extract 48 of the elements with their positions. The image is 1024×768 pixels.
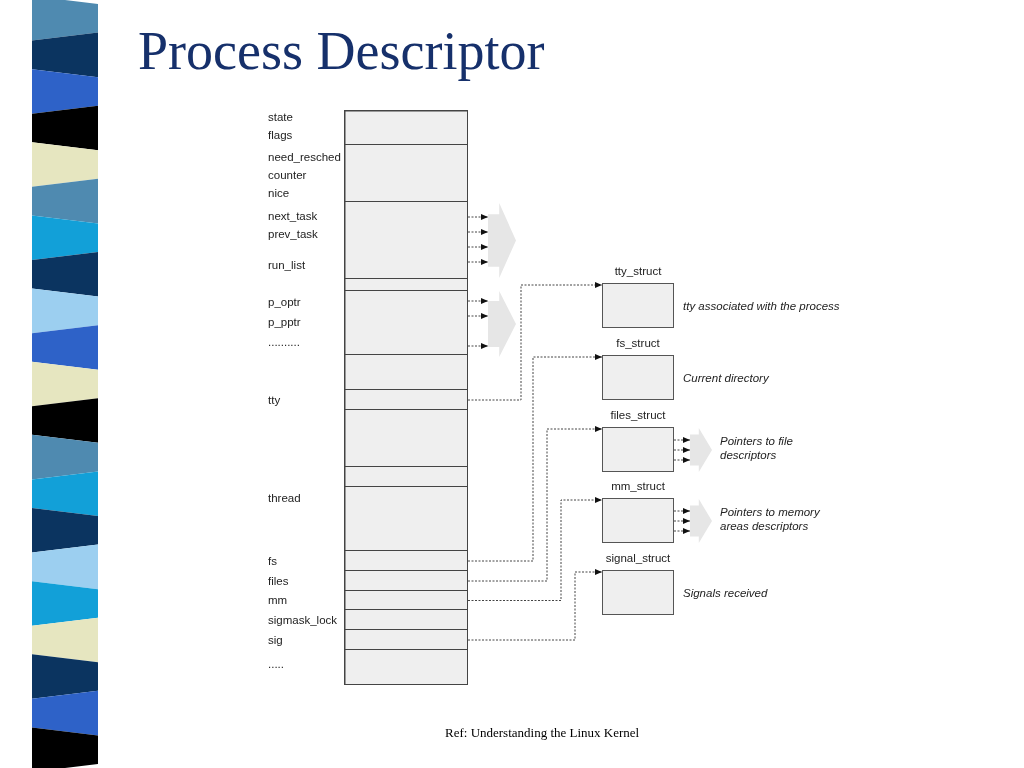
field-name: tty: [268, 393, 281, 407]
struct-field: [265, 551, 468, 571]
struct-name: fs_struct: [616, 336, 660, 350]
field-name: p_pptr: [268, 315, 301, 329]
field-name: p_optr: [268, 295, 301, 309]
field-name: fs: [268, 554, 277, 568]
arrow: [673, 528, 691, 534]
struct-field: [265, 610, 468, 630]
field-name: need_resched: [268, 150, 341, 164]
field-name: counter: [268, 168, 307, 182]
field-name: ..........: [268, 335, 300, 349]
struct-description: Pointers to file descriptors: [720, 434, 794, 462]
struct-field: [265, 291, 468, 355]
reference-caption: Ref: Understanding the Linux Kernel: [445, 725, 640, 741]
field-name: sigmask_lock: [268, 613, 338, 627]
struct-name: tty_struct: [614, 264, 662, 278]
slide-title: Process Descriptor: [138, 22, 545, 82]
struct-field: [265, 571, 468, 591]
field-name: mm: [268, 593, 288, 607]
struct-name: files_struct: [610, 408, 666, 422]
arrow: [673, 437, 691, 443]
struct-description: Signals received: [683, 586, 769, 600]
struct-field: [265, 630, 468, 650]
field-name: sig: [268, 633, 283, 647]
struct-field: [265, 487, 468, 551]
arrow: [673, 508, 691, 514]
field-name: flags: [268, 128, 293, 142]
field-name: .....: [268, 657, 284, 671]
field-name: next_task: [268, 209, 318, 223]
struct-name: signal_struct: [605, 551, 671, 565]
struct-field: [265, 390, 468, 410]
field-name: state: [268, 110, 293, 124]
struct-field: [265, 110, 468, 145]
field-name: run_list: [268, 258, 306, 272]
struct-description: Current directory: [683, 371, 770, 385]
field-name: nice: [268, 186, 290, 200]
struct-field: [265, 591, 468, 610]
arrow: [673, 457, 691, 463]
struct-field: [265, 202, 468, 279]
struct-description: tty associated with the process: [683, 299, 841, 313]
field-name: thread: [268, 491, 301, 505]
struct-name: mm_struct: [611, 479, 665, 493]
arrow: [673, 518, 691, 524]
field-name: files: [268, 574, 289, 588]
struct-description: Pointers to memory areas descriptors: [720, 505, 821, 533]
field-name: prev_task: [268, 227, 318, 241]
arrow: [673, 447, 691, 453]
struct-field: [265, 145, 468, 202]
